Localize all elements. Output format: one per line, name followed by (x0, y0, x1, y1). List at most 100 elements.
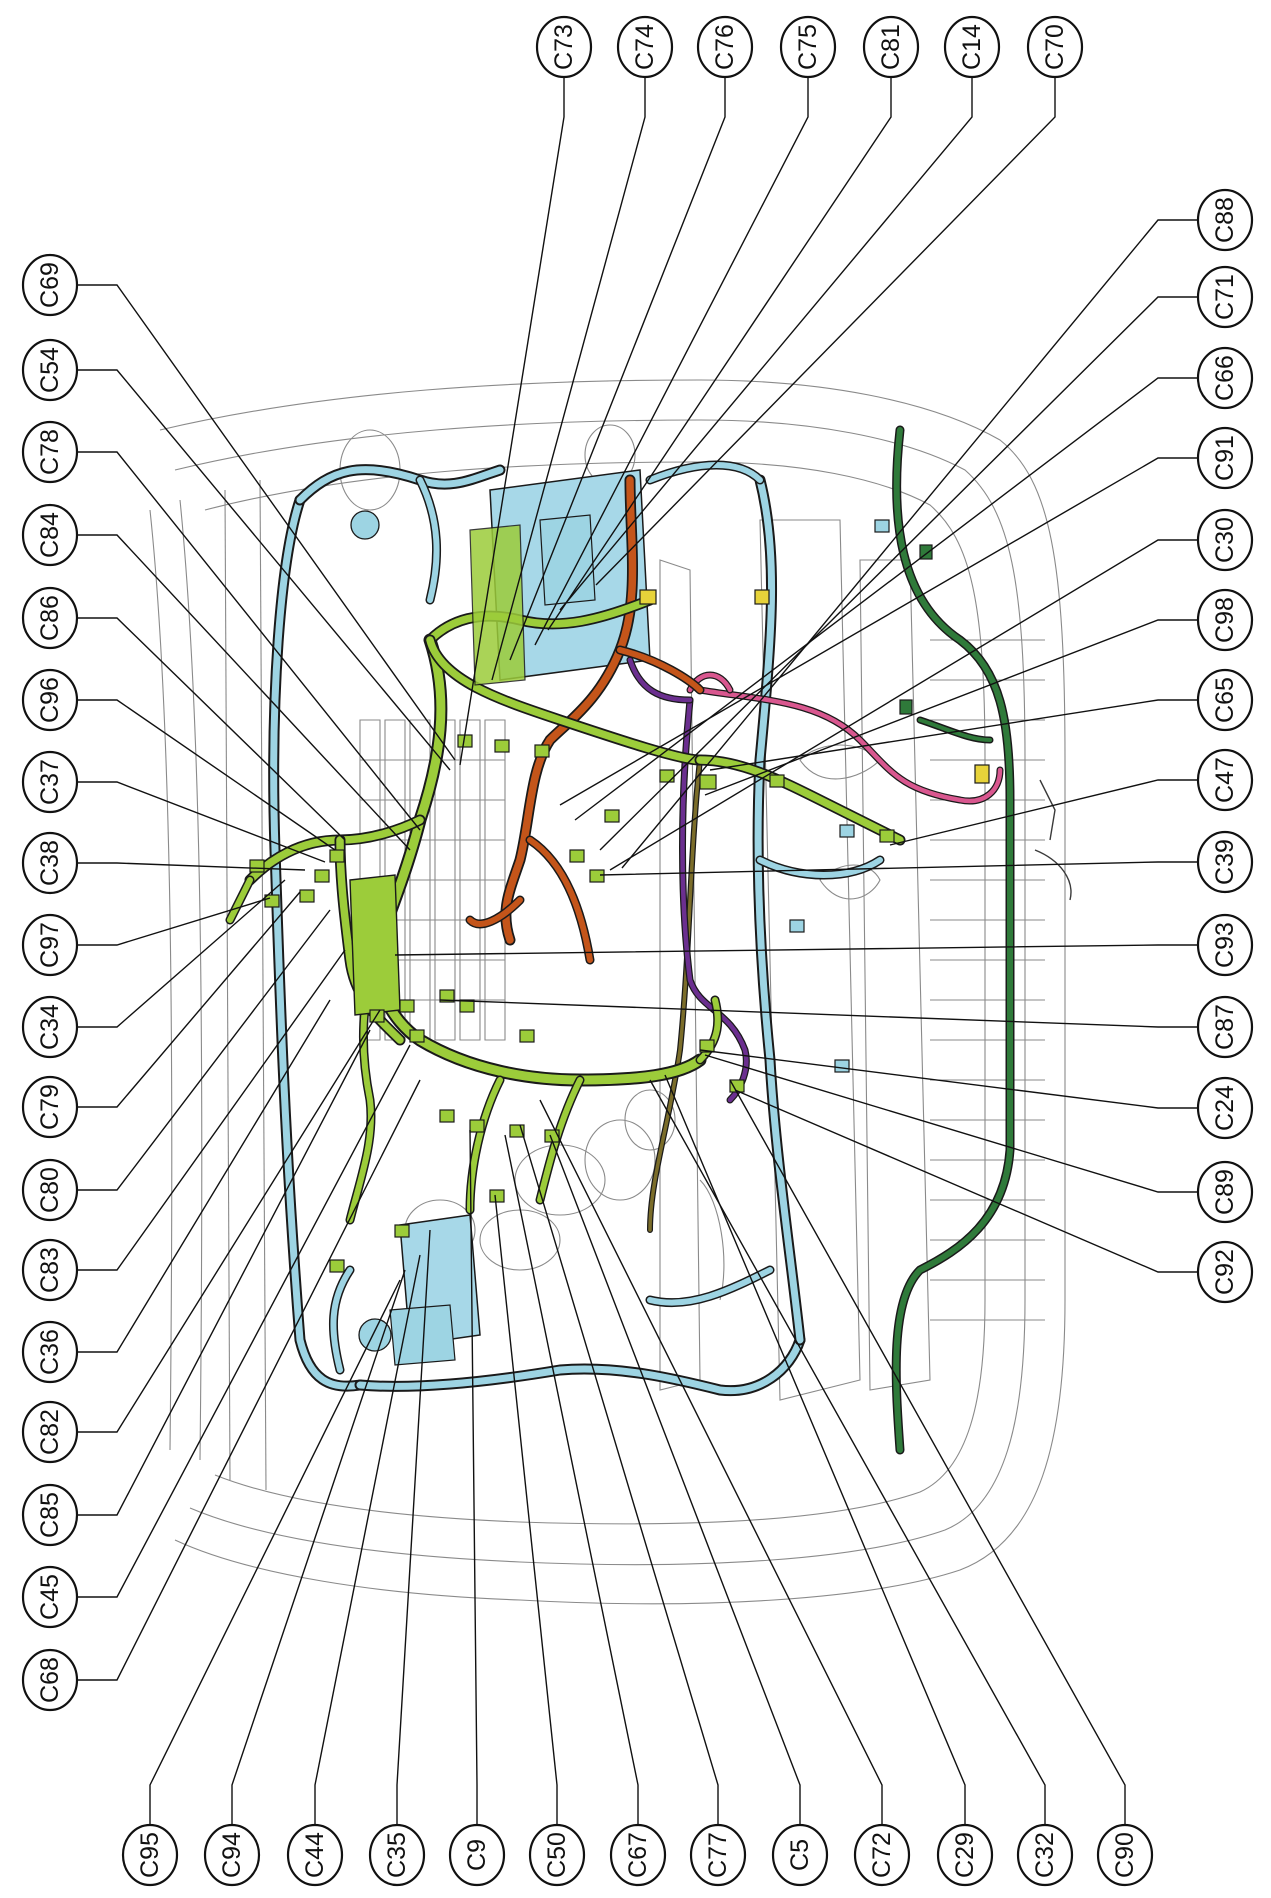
callout-label: C82 (36, 1409, 64, 1455)
callout-c98: C98 (1196, 588, 1254, 652)
callout-c77: C77 (689, 1823, 747, 1887)
callout-label: C77 (704, 1832, 732, 1878)
callout-label: C86 (36, 595, 64, 641)
callout-circle (21, 420, 79, 484)
callout-circle (21, 668, 79, 732)
callout-label: C71 (1211, 274, 1239, 320)
leader-c98 (704, 619, 1198, 796)
callout-c89: C89 (1196, 1160, 1254, 1224)
callout-circle (1196, 346, 1254, 410)
leader-c76 (509, 77, 726, 661)
callout-label: C81 (877, 24, 905, 70)
callout-c92: C92 (1196, 1240, 1254, 1304)
callout-label: C70 (1041, 24, 1069, 70)
leader-c24 (699, 1049, 1198, 1109)
callout-circle (1196, 188, 1254, 252)
callout-circle (616, 15, 674, 79)
leader-c70 (595, 77, 1056, 586)
callout-c37: C37 (21, 750, 79, 814)
callout-circle (21, 1320, 79, 1384)
callout-c97: C97 (21, 913, 79, 977)
callout-circle (1026, 15, 1084, 79)
callout-circle (21, 253, 79, 317)
leader-c54 (77, 369, 451, 771)
leader-c67 (504, 1134, 639, 1825)
callout-label: C85 (36, 1492, 64, 1538)
callout-c85: C85 (21, 1483, 79, 1547)
leader-c96 (77, 699, 336, 851)
callout-circle (1196, 1240, 1254, 1304)
callout-circle (696, 15, 754, 79)
callout-label: C69 (36, 262, 64, 308)
callout-c91: C91 (1196, 426, 1254, 490)
callout-c82: C82 (21, 1400, 79, 1464)
callout-label: C68 (36, 1657, 64, 1703)
callout-c36: C36 (21, 1320, 79, 1384)
callout-label: C96 (36, 677, 64, 723)
callout-circle (286, 1823, 344, 1887)
callout-c80: C80 (21, 1158, 79, 1222)
callout-label: C32 (1031, 1832, 1059, 1878)
leader-c38 (77, 862, 306, 871)
leader-c39 (599, 861, 1198, 876)
callout-label: C29 (951, 1832, 979, 1878)
callout-circle (21, 1565, 79, 1629)
leader-c94 (231, 1269, 406, 1825)
callout-c34: C34 (21, 995, 79, 1059)
callout-label: C9 (463, 1839, 491, 1871)
callout-c69: C69 (21, 253, 79, 317)
callout-label: C73 (550, 24, 578, 70)
callout-label: C65 (1211, 677, 1239, 723)
callout-label: C66 (1211, 355, 1239, 401)
callout-circle (21, 1158, 79, 1222)
callout-circle (21, 586, 79, 650)
leader-c36 (77, 999, 331, 1353)
callout-label: C67 (624, 1832, 652, 1878)
callout-circle (779, 15, 837, 79)
body-harness-blue (268, 460, 885, 1397)
leader-c87 (439, 999, 1198, 1028)
callout-label: C38 (36, 840, 64, 886)
callout-circle (936, 1823, 994, 1887)
leader-c95 (149, 1279, 401, 1825)
leader-c78 (77, 451, 421, 831)
callout-circle (1196, 830, 1254, 894)
callout-label: C84 (36, 512, 64, 558)
callout-c96: C96 (21, 668, 79, 732)
callout-circle (609, 1823, 667, 1887)
callout-c30: C30 (1196, 508, 1254, 572)
callout-label: C91 (1211, 435, 1239, 481)
leader-c5 (549, 1134, 801, 1825)
engine-harness-orange (465, 474, 705, 965)
callout-label: C87 (1211, 1004, 1239, 1050)
callout-c24: C24 (1196, 1076, 1254, 1140)
leader-c81 (547, 77, 892, 631)
callout-label: C76 (711, 24, 739, 70)
leader-c50 (494, 1194, 558, 1825)
callout-label: C90 (1111, 1832, 1139, 1878)
callout-c65: C65 (1196, 668, 1254, 732)
callout-label: C5 (786, 1839, 814, 1871)
callout-label: C80 (36, 1167, 64, 1213)
leader-c91 (559, 457, 1198, 806)
callout-circle (21, 1238, 79, 1302)
callout-circle (1016, 1823, 1074, 1887)
callout-label: C93 (1211, 922, 1239, 968)
callout-c54: C54 (21, 338, 79, 402)
callout-c71: C71 (1196, 265, 1254, 329)
callout-circle (21, 1400, 79, 1464)
leader-c37 (77, 781, 326, 863)
callout-circle (21, 913, 79, 977)
callout-c76: C76 (696, 15, 754, 79)
callout-c66: C66 (1196, 346, 1254, 410)
leader-c34 (77, 879, 286, 1028)
callout-c88: C88 (1196, 188, 1254, 252)
leader-c47 (889, 779, 1198, 846)
callout-circle (1196, 1160, 1254, 1224)
ground-purple (626, 656, 750, 1104)
callout-circle (21, 750, 79, 814)
callout-label: C98 (1211, 597, 1239, 643)
callout-circle (943, 15, 1001, 79)
callout-c72: C72 (853, 1823, 911, 1887)
